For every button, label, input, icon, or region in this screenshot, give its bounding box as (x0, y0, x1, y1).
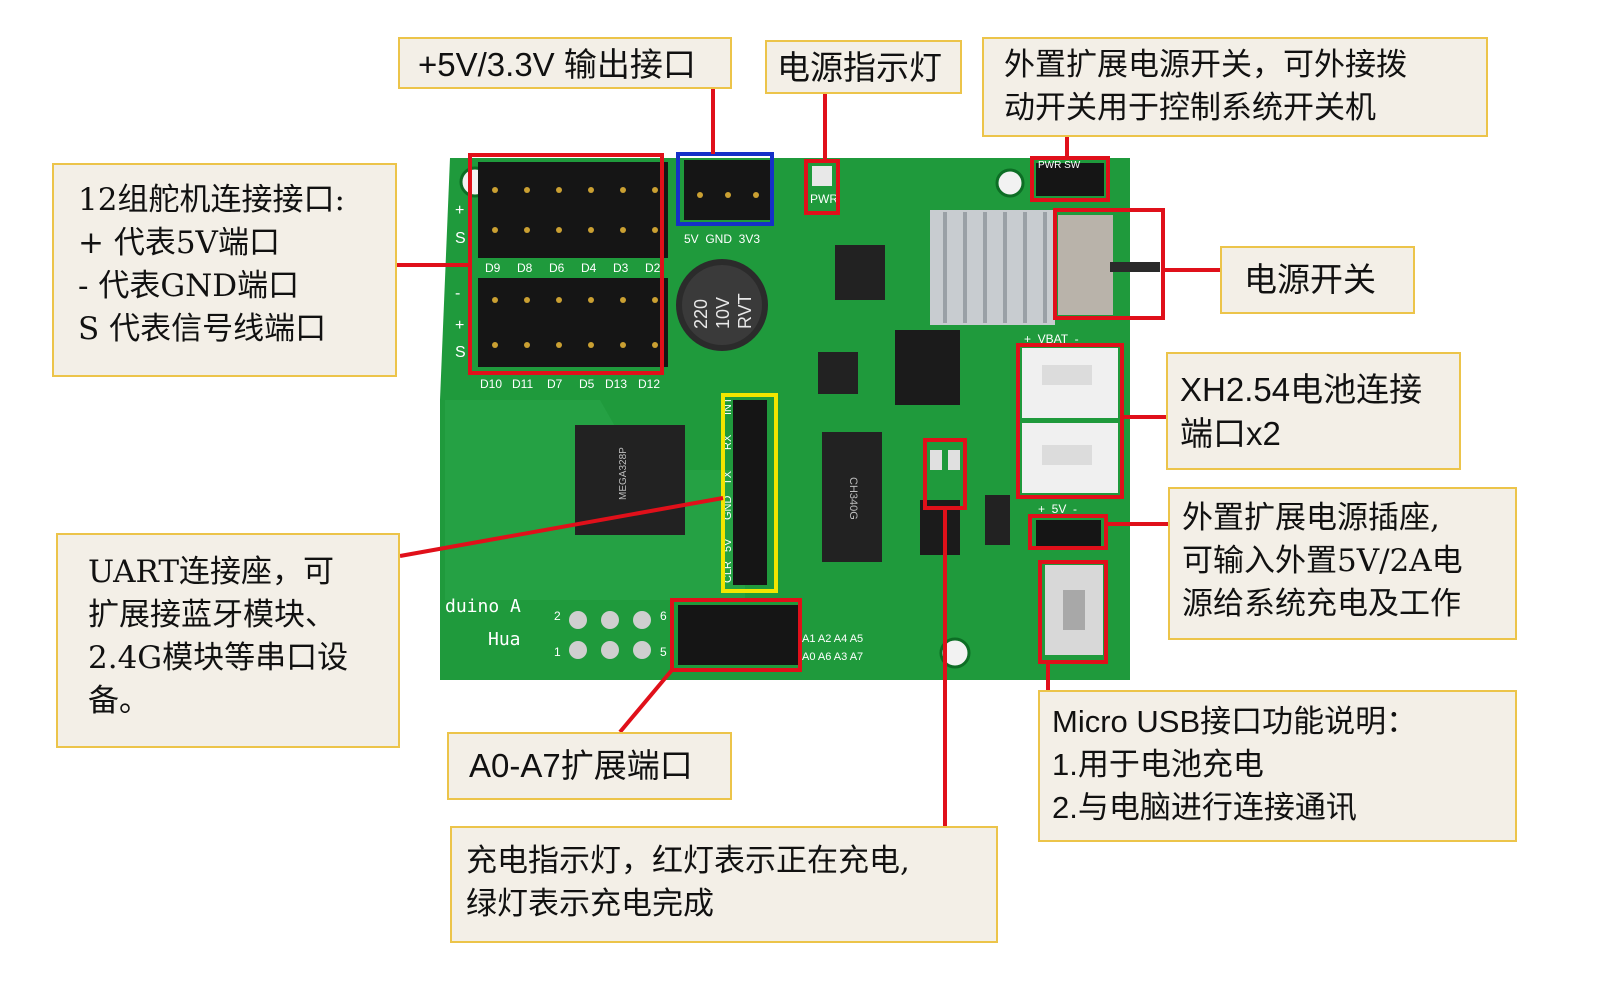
pwr-sw-highlight (1030, 156, 1110, 202)
usb-serial-chip: CH340G (822, 432, 882, 562)
callout-servo: 12组舵机连接接口: + 代表5V端口 - 代表GND端口 S 代表信号线端口 (52, 163, 397, 377)
callout-line: 电源指示灯 (777, 48, 942, 87)
xh-connectors: + VBAT - (1022, 332, 1118, 493)
callout-line: - 代表GND端口 (78, 268, 300, 304)
side-mark: + (455, 317, 464, 334)
heatsink (930, 210, 1055, 325)
callout-line: 扩展接蓝牙模块、 (88, 597, 336, 633)
callout-ext-power-socket: 外置扩展电源插座, 可输入外置5V/2A电 源给系统充电及工作 (1168, 487, 1517, 640)
callout-uart: UART连接座，可 扩展接蓝牙模块、 2.4G模块等串口设 备。 (56, 533, 400, 748)
callout-micro-usb: Micro USB接口功能说明： 1.用于电池充电 2.与电脑进行连接通讯 (1038, 690, 1517, 842)
chips (818, 245, 1010, 555)
callout-power-output: +5V/3.3V 输出接口 (398, 37, 732, 89)
callout-line: 12组舵机连接接口: (78, 182, 345, 218)
pin-label: D5 (579, 377, 595, 391)
callout-line: Micro USB接口功能说明： (1052, 704, 1418, 739)
ext-5v-header: + 5V - (1036, 502, 1101, 546)
pin-label: D7 (547, 377, 563, 391)
svg-text:+ 5V -: + 5V - (1038, 502, 1077, 516)
svg-text:10V: 10V (713, 297, 733, 329)
callout-line: 备。 (88, 683, 150, 719)
leader-lines (397, 88, 1220, 828)
callout-line: 1.用于电池充电 (1052, 747, 1264, 782)
callout-line: 2.与电脑进行连接通讯 (1052, 790, 1357, 825)
pwr-sw-header: PWR SW (1036, 160, 1104, 196)
servo-headers: D9 D8 D6 D4 D3 D2 D10 D11 D7 D5 D13 D12 … (455, 162, 668, 391)
usb-highlight (1038, 560, 1108, 664)
pin-label: D13 (605, 377, 627, 391)
pin-label: D9 (485, 261, 501, 275)
pin-label: D12 (638, 377, 660, 391)
callout-line: 源给系统充电及工作 (1182, 586, 1461, 622)
callout-line: 动开关用于控制系统开关机 (1004, 90, 1376, 126)
callout-line: XH2.54电池连接 (1180, 371, 1423, 408)
callout-line: 2.4G模块等串口设 (88, 640, 349, 676)
callout-line: 端口x2 (1180, 415, 1281, 452)
pwr-label: PWR (810, 192, 838, 206)
side-mark: S (455, 344, 466, 361)
pin-label: D2 (645, 261, 661, 275)
power-output-highlight (676, 152, 774, 226)
slide-switch (1058, 215, 1160, 315)
charge-leds (930, 450, 960, 470)
callout-line: 绿灯表示充电完成 (466, 886, 714, 922)
power-header-label: 5V GND 3V3 (684, 232, 760, 246)
side-mark: + (455, 202, 464, 219)
callout-analog: A0-A7扩展端口 (447, 732, 732, 800)
callout-line: 外置扩展电源插座, (1182, 500, 1440, 536)
analog-header: A1 A2 A4 A5 A0 A6 A3 A7 (678, 605, 863, 665)
callout-line: 外置扩展电源开关，可外接拨 (1004, 47, 1407, 83)
svg-text:PWR SW: PWR SW (1038, 160, 1081, 171)
pwr-led: PWR (810, 166, 838, 206)
pin-label: D3 (613, 261, 629, 275)
mcu-chip: MEGA328P (575, 425, 685, 535)
pwr-led-highlight (804, 159, 840, 215)
pin-label: D11 (512, 377, 533, 391)
callout-line: + 代表5V端口 (78, 225, 280, 261)
svg-text:6: 6 (660, 609, 667, 623)
callout-power-indicator: 电源指示灯 (765, 40, 962, 94)
icsp-pads: 2 1 6 5 duino A Hua (445, 596, 667, 659)
callout-line: +5V/3.3V 输出接口 (418, 46, 696, 83)
callout-xh-battery: XH2.54电池连接 端口x2 (1166, 352, 1461, 470)
electrolytic-capacitor: 220 10V RVT (676, 259, 768, 351)
svg-text:220: 220 (691, 299, 711, 329)
uart-highlight (721, 393, 778, 593)
callout-ext-power-switch: 外置扩展电源开关，可外接拨 动开关用于控制系统开关机 (982, 37, 1488, 137)
callout-line: S 代表信号线端口 (78, 311, 327, 347)
svg-text:2: 2 (554, 609, 561, 623)
micro-usb-port (1045, 565, 1103, 655)
pin-label: D10 (480, 377, 502, 391)
svg-text:A0 A6 A3 A7: A0 A6 A3 A7 (802, 651, 863, 663)
switch-highlight (1053, 208, 1165, 320)
ext-5v-highlight (1028, 514, 1108, 550)
side-mark: - (455, 285, 460, 302)
svg-text:A1 A2 A4 A5: A1 A2 A4 A5 (802, 633, 863, 645)
xh-highlight (1016, 343, 1124, 499)
callout-line: 可输入外置5V/2A电 (1182, 543, 1463, 579)
brand-text: duino A (445, 596, 521, 617)
callout-charge-led: 充电指示灯，红灯表示正在充电, 绿灯表示充电完成 (450, 826, 998, 943)
svg-text:MEGA328P: MEGA328P (618, 447, 629, 500)
pin-label: D6 (549, 261, 565, 275)
callout-line: 电源开关 (1244, 260, 1376, 299)
side-mark: S (455, 230, 466, 247)
svg-text:5: 5 (660, 645, 667, 659)
svg-text:1: 1 (554, 645, 561, 659)
analog-highlight (670, 598, 802, 672)
svg-text:RVT: RVT (735, 293, 755, 329)
pin-label: D4 (581, 261, 597, 275)
pin-label: D8 (517, 261, 533, 275)
callout-line: 充电指示灯，红灯表示正在充电, (466, 843, 910, 879)
uart-header: INT RX TX GND 5V CLR (722, 397, 767, 585)
svg-text:CH340G: CH340G (847, 477, 859, 520)
power-header: 5V GND 3V3 (684, 160, 772, 246)
svg-text:+ VBAT -: + VBAT - (1024, 332, 1079, 346)
brand-text: Hua (488, 629, 521, 650)
callout-line: A0-A7扩展端口 (469, 747, 693, 784)
callout-line: UART连接座，可 (88, 554, 335, 590)
callout-power-switch: 电源开关 (1220, 246, 1415, 314)
